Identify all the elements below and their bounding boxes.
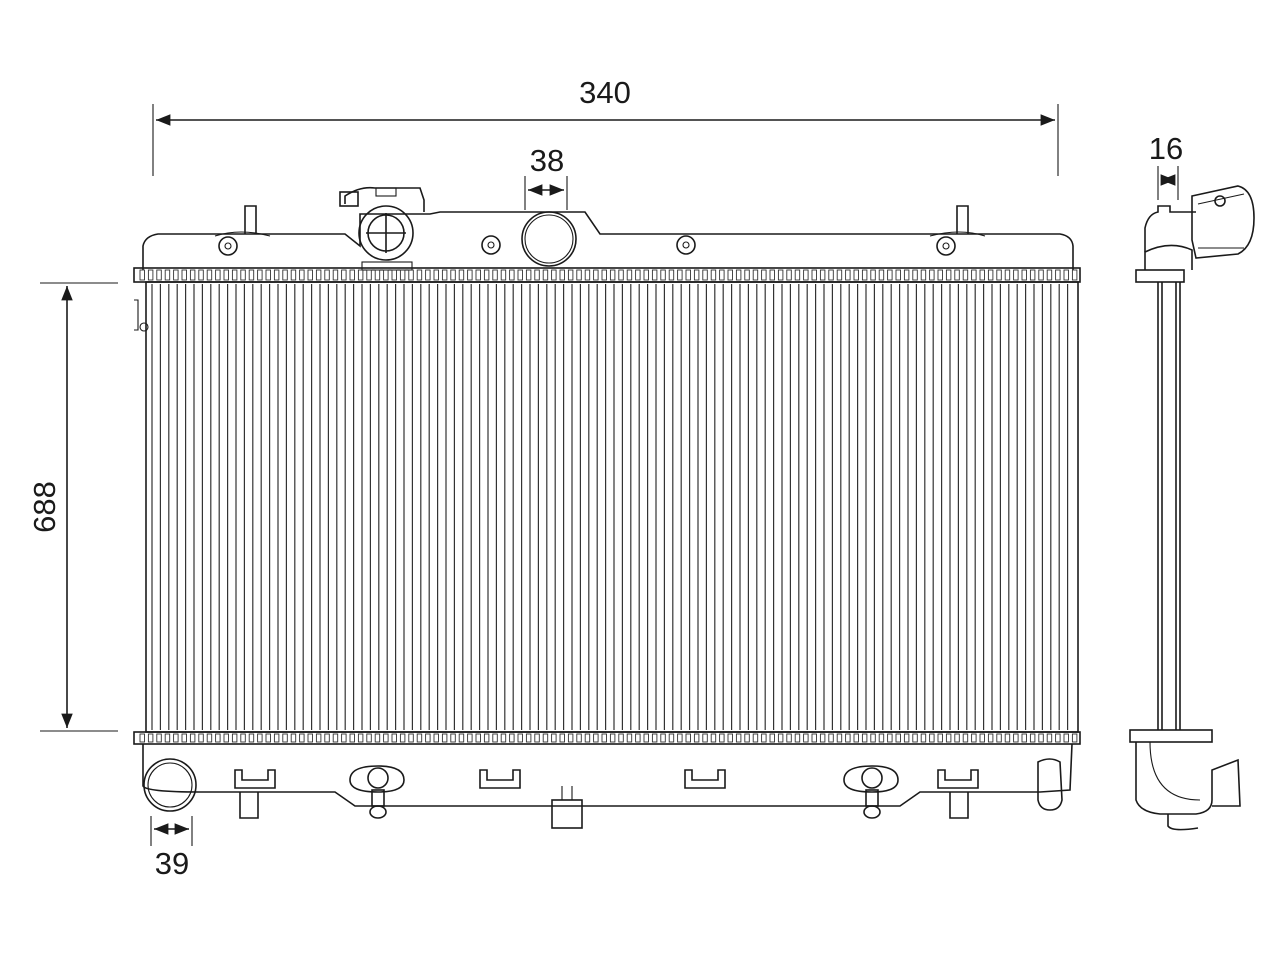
radiator-side-view	[1129, 185, 1255, 831]
dimension-inlet-label: 38	[530, 143, 564, 178]
dimension-width: 340	[152, 75, 1059, 176]
dimension-width-label: 340	[579, 75, 631, 110]
top-mount-hole-1	[214, 231, 271, 256]
bottom-clip-3	[684, 769, 726, 789]
top-mount-hole-3	[676, 235, 696, 255]
dimension-outlet: 39	[150, 816, 193, 881]
bottom-clip-4	[937, 769, 979, 819]
top-mount-hole-4	[929, 231, 986, 256]
dimension-thickness: 16	[1149, 131, 1183, 200]
radiator-core	[134, 269, 1079, 743]
radiator-front-view	[133, 186, 1081, 829]
dimension-height-label: 688	[27, 481, 62, 533]
top-tank	[133, 186, 1081, 283]
center-bottom-clip	[551, 786, 583, 829]
top-mount-hole-2	[481, 235, 501, 255]
drain-plug-left	[349, 765, 405, 819]
core-fins	[139, 269, 1078, 743]
dimension-thickness-label: 16	[1149, 131, 1183, 166]
filler-cap	[339, 186, 425, 271]
inlet-pipe	[521, 211, 577, 267]
bottom-clip-1	[234, 769, 276, 819]
dimension-inlet: 38	[524, 143, 568, 210]
right-bracket	[1037, 758, 1063, 811]
outlet-pipe	[143, 758, 197, 812]
bottom-clip-2	[479, 769, 521, 789]
dimension-height: 688	[27, 282, 118, 732]
drain-plug-right	[843, 765, 899, 819]
bottom-tank	[133, 731, 1081, 829]
dimension-outlet-label: 39	[155, 846, 189, 881]
